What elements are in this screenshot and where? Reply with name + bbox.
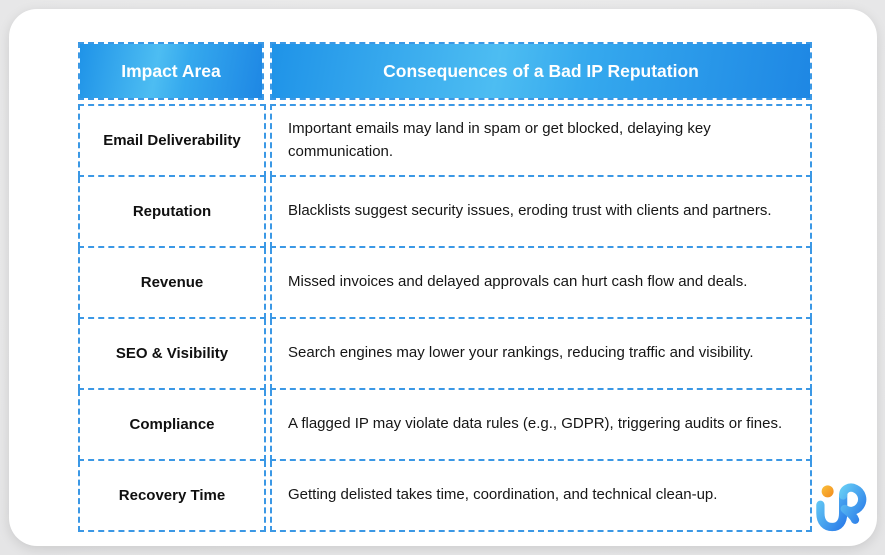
table-header-row: Impact Area Consequences of a Bad IP Rep… (78, 42, 812, 100)
consequence-cell: Missed invoices and delayed approvals ca… (270, 246, 812, 319)
consequence-cell: Blacklists suggest security issues, erod… (270, 175, 812, 248)
table-row: Reputation Blacklists suggest security i… (78, 175, 812, 248)
table-row: SEO & Visibility Search engines may lowe… (78, 317, 812, 390)
impact-area-cell: Recovery Time (78, 459, 266, 532)
ip-logo-icon (808, 481, 870, 541)
impact-area-cell: SEO & Visibility (78, 317, 266, 390)
impact-table: Impact Area Consequences of a Bad IP Rep… (78, 42, 812, 532)
consequence-cell: Important emails may land in spam or get… (270, 104, 812, 177)
consequence-cell: Search engines may lower your rankings, … (270, 317, 812, 390)
impact-area-cell: Email Deliverability (78, 104, 266, 177)
impact-area-cell: Reputation (78, 175, 266, 248)
impact-area-cell: Revenue (78, 246, 266, 319)
content-card: Impact Area Consequences of a Bad IP Rep… (9, 9, 877, 546)
table-row: Compliance A flagged IP may violate data… (78, 388, 812, 461)
impact-area-cell: Compliance (78, 388, 266, 461)
consequence-cell: Getting delisted takes time, coordinatio… (270, 459, 812, 532)
table-row: Email Deliverability Important emails ma… (78, 104, 812, 177)
table-row: Revenue Missed invoices and delayed appr… (78, 246, 812, 319)
table-row: Recovery Time Getting delisted takes tim… (78, 459, 812, 532)
consequence-cell: A flagged IP may violate data rules (e.g… (270, 388, 812, 461)
table-body: Email Deliverability Important emails ma… (78, 104, 812, 532)
header-impact-area: Impact Area (78, 42, 264, 100)
header-consequences: Consequences of a Bad IP Reputation (270, 42, 812, 100)
